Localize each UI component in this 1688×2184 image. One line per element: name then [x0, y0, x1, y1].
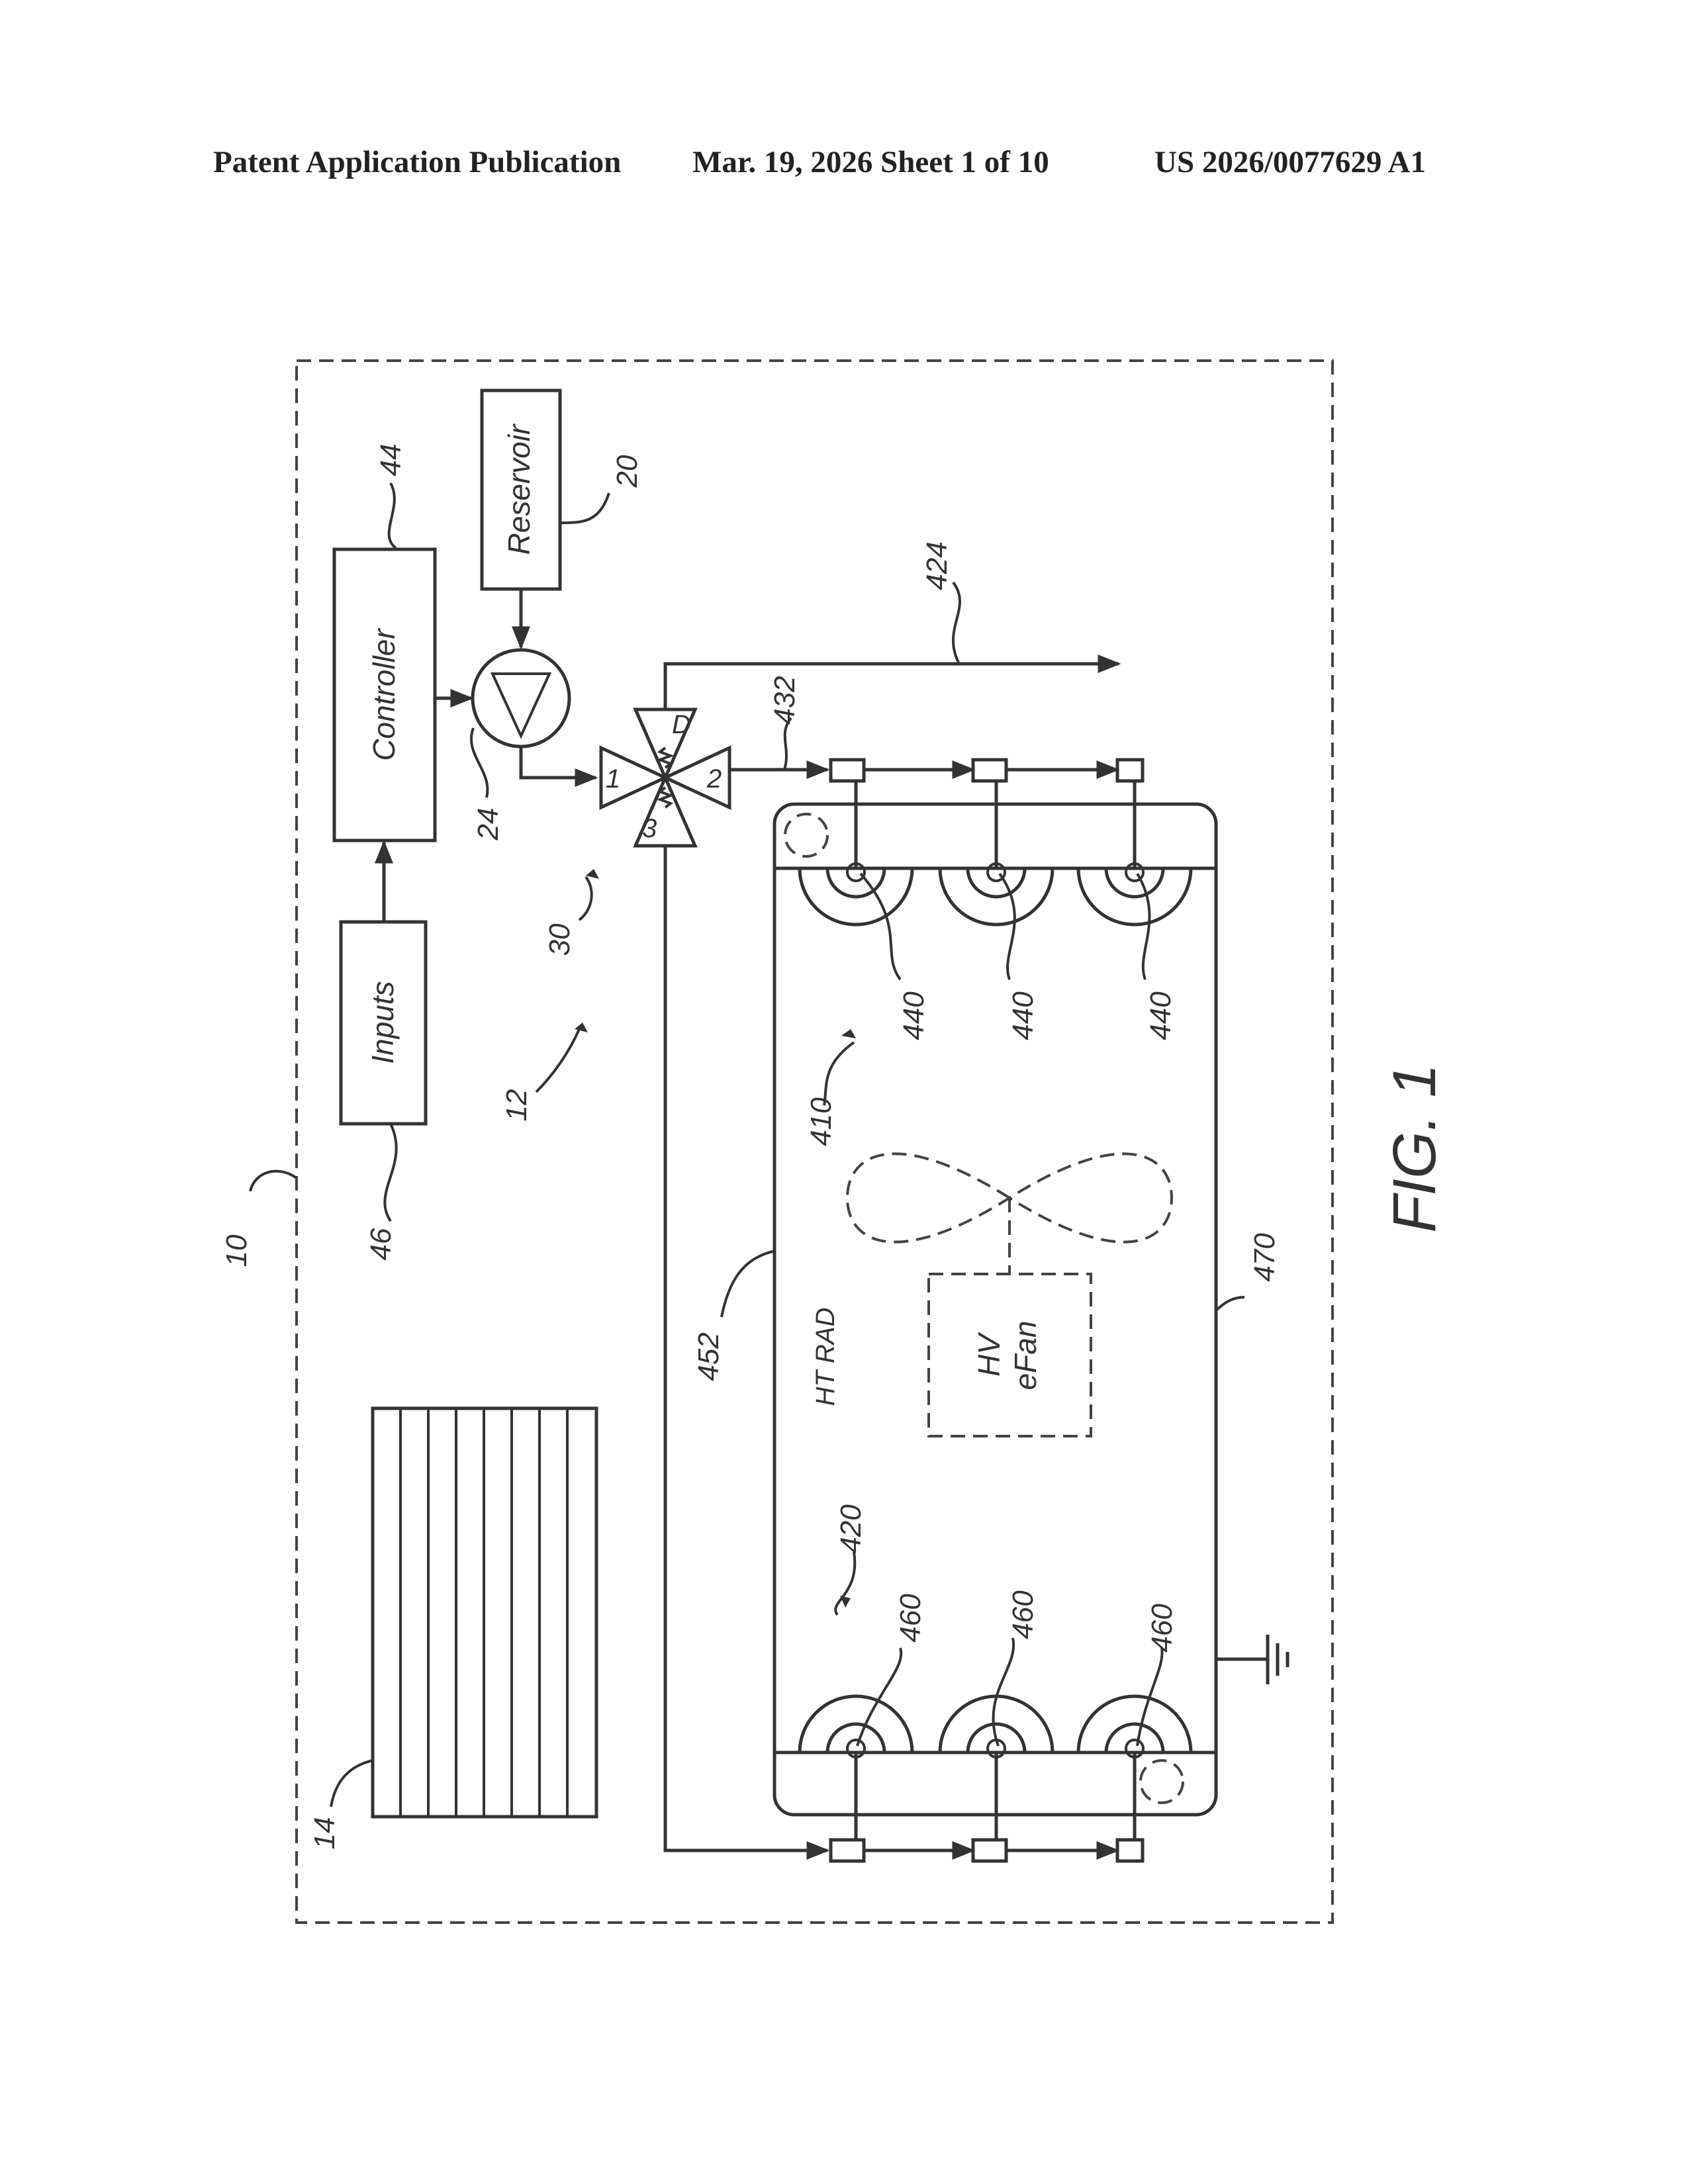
ref-460-c: 460 [1146, 1604, 1178, 1653]
pump-to-valve-line [521, 747, 596, 778]
reservoir-label: Reservoir [502, 424, 536, 555]
ref-410: 410 [805, 1097, 837, 1146]
reservoir-block: Reservoir [482, 390, 560, 589]
controller-block: Controller [334, 549, 435, 841]
bottom-manifold [831, 1754, 1143, 1861]
inputs-block: Inputs [341, 922, 426, 1124]
ref-30-arrowhead [586, 869, 599, 879]
ref-20: 20 [611, 455, 643, 488]
valve-port-3: 3 [642, 814, 657, 843]
ref-424: 424 [921, 541, 953, 590]
ref-470: 470 [1248, 1233, 1281, 1282]
ref-460-a: 460 [894, 1594, 927, 1643]
inputs-label: Inputs [365, 981, 400, 1064]
valve-port-1: 1 [606, 764, 620, 794]
ref-10: 10 [220, 1234, 253, 1267]
ref-420-arrowhead [840, 1596, 851, 1608]
ref-24: 24 [472, 808, 504, 841]
fan-label-line1: HV [972, 1332, 1006, 1377]
ref-14: 14 [308, 1817, 341, 1850]
ref-440-c: 440 [1145, 991, 1177, 1040]
ref-440-a: 440 [898, 991, 930, 1040]
ref-452: 452 [692, 1332, 725, 1381]
battery-pack [373, 1408, 596, 1817]
ref-460-b: 460 [1007, 1590, 1039, 1639]
radiator-label: HT RAD [811, 1308, 840, 1406]
fan-label-line2: eFan [1008, 1321, 1043, 1390]
valve-port-2: 2 [706, 764, 722, 794]
ref-12: 12 [500, 1089, 533, 1122]
outlet-line-424 [665, 664, 1119, 709]
pump [473, 650, 569, 747]
ref-432: 432 [769, 676, 801, 724]
fan: HV eFan [847, 1154, 1172, 1436]
nozzle-group-410 [800, 864, 1191, 925]
four-way-valve: D 2 1 3 [601, 709, 729, 846]
ref-420: 420 [835, 1504, 867, 1553]
return-line [665, 846, 827, 1850]
figure-caption: FIG. 1 [1381, 1064, 1448, 1233]
radiator: HT RAD [774, 804, 1216, 1815]
ref-410-arrowhead [841, 1029, 856, 1038]
ref-44: 44 [375, 444, 407, 477]
top-manifold [831, 760, 1143, 867]
ref-440-b: 440 [1007, 991, 1039, 1040]
valve-port-d: D [672, 710, 691, 739]
ref-12-arrowhead [575, 1023, 588, 1032]
ref-46: 46 [365, 1228, 397, 1260]
controller-label: Controller [367, 628, 401, 761]
ref-30: 30 [543, 923, 576, 956]
ground-symbol [1216, 1635, 1288, 1684]
